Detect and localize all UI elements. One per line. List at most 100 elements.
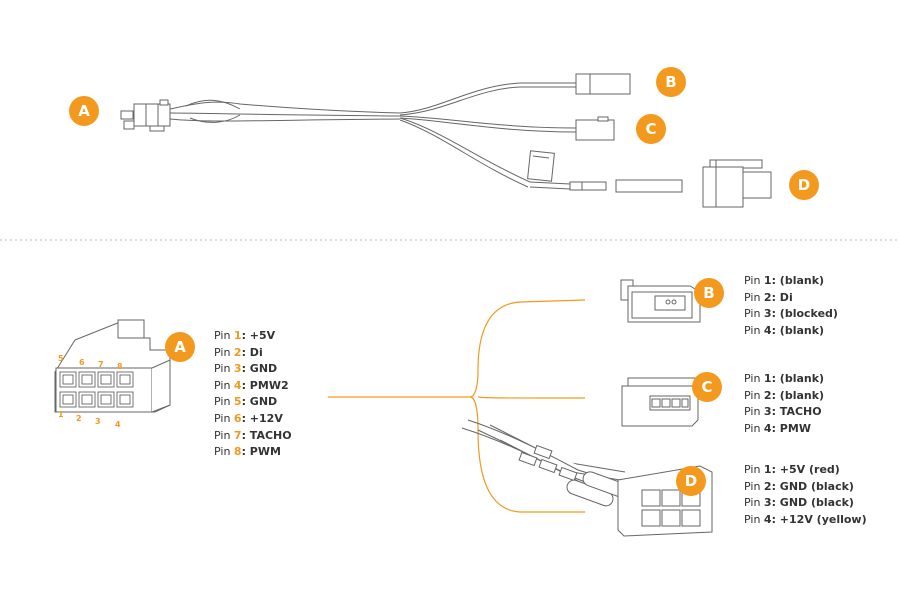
connector-c-detail <box>621 377 699 427</box>
pin-number-label: 1 <box>763 274 772 287</box>
pin-function: : GND <box>241 362 278 376</box>
pin-number-label: 3 <box>763 307 772 321</box>
pin-number-label: 2 <box>233 345 242 359</box>
pin-number: 6 <box>79 358 85 367</box>
pin-row: Pin 4: PMW2 <box>214 378 292 395</box>
pin-number-label: 7 <box>233 428 242 442</box>
badge-a-detail: A <box>165 332 195 362</box>
pin-number-label: 4 <box>233 378 242 392</box>
pin-function: : PWM <box>241 445 281 459</box>
pin-prefix: Pin <box>744 274 761 287</box>
pin-row: Pin 3: GND (black) <box>744 495 867 512</box>
pin-function: : Di <box>771 290 793 304</box>
pinout-c: Pin 1: (blank)Pin 2: (blank)Pin 3: TACHO… <box>744 371 824 437</box>
pin-number-label: 1 <box>763 463 772 476</box>
orange-brace-mid <box>477 396 586 399</box>
top-connector-c <box>575 119 615 141</box>
badge-b-detail: B <box>694 278 724 308</box>
pin-row: Pin 8: PWM <box>214 444 292 461</box>
pin-function: : +5V <box>241 329 276 342</box>
pin-row: Pin 4: +12V (yellow) <box>744 512 867 529</box>
pin-function: : +12V <box>241 411 283 425</box>
badge-d-top: D <box>789 170 819 200</box>
pin-number-label: 4 <box>763 512 772 526</box>
pin-function: : GND (black) <box>771 496 854 510</box>
pin-number-label: 1 <box>233 329 242 342</box>
pin-prefix: Pin <box>214 362 231 376</box>
pin-prefix: Pin <box>744 290 761 304</box>
pin-function: : GND (black) <box>771 479 854 493</box>
pin-function: : +12V (yellow) <box>771 512 867 526</box>
pin-number-label: 3 <box>233 362 242 376</box>
pin-row: Pin 7: TACHO <box>214 428 292 445</box>
pin-number-label: 3 <box>763 496 772 510</box>
pin-prefix: Pin <box>744 372 761 385</box>
pin-row: Pin 2: GND (black) <box>744 479 867 496</box>
cable-overview <box>120 73 772 208</box>
pin-prefix: Pin <box>214 378 231 392</box>
top-branch-d <box>399 117 531 183</box>
pin-prefix: Pin <box>744 421 761 435</box>
pin-number: 2 <box>76 414 82 423</box>
top-trunk-wires <box>169 101 401 114</box>
orange-brace <box>469 299 586 513</box>
pin-number-label: 4 <box>763 421 772 435</box>
pin-number: 1 <box>58 410 64 419</box>
pinout-d: Pin 1: +5V (red)Pin 2: GND (black)Pin 3:… <box>744 462 867 528</box>
pin-prefix: Pin <box>744 388 761 402</box>
pin-number: 3 <box>95 417 101 426</box>
pin-function: : +5V (red) <box>771 463 840 476</box>
pin-row: Pin 3: GND <box>214 361 292 378</box>
pin-function: : TACHO <box>241 428 292 442</box>
connector-d-detail <box>461 419 713 537</box>
connector-b-detail <box>620 279 701 323</box>
top-branch-b <box>399 82 576 114</box>
pin-function: : PMW <box>771 421 811 435</box>
pin-number-label: 8 <box>233 445 242 459</box>
badge-c-detail: C <box>692 372 722 402</box>
pin-row: Pin 1: +5V (red) <box>744 462 867 479</box>
pin-prefix: Pin <box>214 445 231 459</box>
top-connector-a <box>120 99 171 132</box>
pin-row: Pin 2: Di <box>744 290 838 307</box>
pin-row: Pin 2: (blank) <box>744 388 824 405</box>
pin-function: : (blank) <box>771 274 825 287</box>
pin-row: Pin 3: (blocked) <box>744 306 838 323</box>
connector-a-detail <box>54 319 171 413</box>
badge-b-top: B <box>656 67 686 97</box>
pin-prefix: Pin <box>214 329 231 342</box>
top-branch-c <box>399 115 577 129</box>
pin-number: 7 <box>98 360 104 369</box>
pin-number-label: 5 <box>233 395 242 409</box>
pin-prefix: Pin <box>744 512 761 526</box>
pin-row: Pin 4: PMW <box>744 421 824 438</box>
pin-prefix: Pin <box>744 496 761 510</box>
pin-prefix: Pin <box>214 395 231 409</box>
top-heatshrink-tab <box>527 150 555 182</box>
pin-function: : PMW2 <box>241 378 289 392</box>
pin-function: : TACHO <box>771 405 822 419</box>
pin-prefix: Pin <box>744 307 761 321</box>
pin-number-label: 2 <box>763 388 772 402</box>
pin-row: Pin 3: TACHO <box>744 404 824 421</box>
pin-prefix: Pin <box>744 323 761 337</box>
pin-prefix: Pin <box>744 479 761 493</box>
pin-number-label: 4 <box>763 323 772 337</box>
top-connector-d <box>702 159 772 208</box>
pin-row: Pin 4: (blank) <box>744 323 838 340</box>
pin-row: Pin 5: GND <box>214 394 292 411</box>
pin-function: : Di <box>241 345 263 359</box>
top-sleeve <box>615 179 683 193</box>
pin-number: 4 <box>115 420 121 429</box>
pin-prefix: Pin <box>744 463 761 476</box>
pin-row: Pin 1: (blank) <box>744 371 824 388</box>
pin-row: Pin 6: +12V <box>214 411 292 428</box>
pin-number-label: 2 <box>763 479 772 493</box>
pin-function: : GND <box>241 395 278 409</box>
pin-row: Pin 2: Di <box>214 345 292 362</box>
pin-number: 5 <box>58 354 64 363</box>
pin-row: Pin 1: +5V <box>214 328 292 345</box>
